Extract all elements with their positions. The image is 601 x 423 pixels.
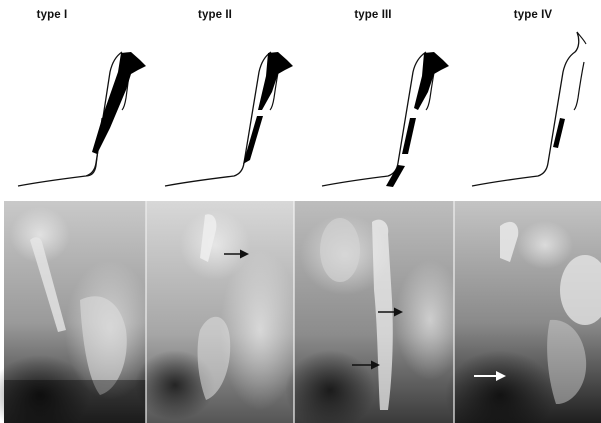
radiograph-type-iii [285,201,465,423]
radiograph-type-ii [135,201,300,423]
radiograph-type-i [0,201,155,423]
radiograph-type-iv [445,201,601,423]
